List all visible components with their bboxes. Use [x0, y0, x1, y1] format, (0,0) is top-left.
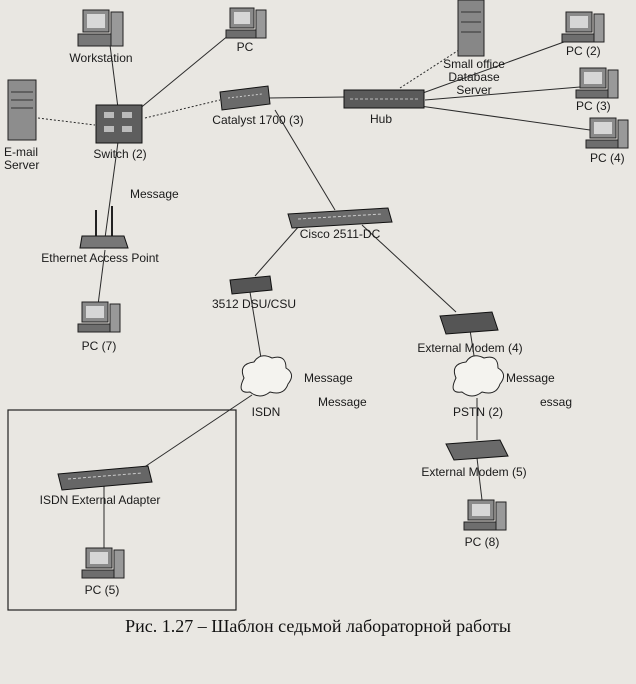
label-pc8: PC (8)	[464, 535, 500, 549]
label-hub: Hub	[370, 112, 393, 126]
message-label-1: Message	[130, 187, 179, 201]
isdn-cloud-icon	[240, 355, 292, 397]
label-switch: Switch (2)	[93, 147, 147, 161]
label-pc4: PC (4)	[590, 151, 625, 165]
pc3-icon	[575, 67, 619, 99]
switch-icon	[95, 104, 143, 144]
link-accesspoint-pc7	[97, 249, 106, 306]
isdn-adapter-icon	[57, 465, 153, 491]
link-workstation-switch	[109, 44, 119, 109]
label-db-server: Small office Database Server	[443, 57, 505, 97]
label-pc7: PC (7)	[81, 339, 117, 353]
link-email-switch	[37, 117, 96, 126]
pc2-icon	[561, 11, 605, 43]
message-label-5: essag	[540, 395, 573, 409]
label-pc5: PC (5)	[84, 583, 120, 597]
label-catalyst: Catalyst 1700 (3)	[212, 113, 304, 127]
database-server-icon	[457, 0, 485, 57]
figure-caption: Рис. 1.27 – Шаблон седьмой лабораторной …	[125, 616, 511, 636]
link-dsu-isdn	[249, 291, 263, 365]
message-label-4: Message	[506, 371, 555, 385]
modem4-icon	[439, 311, 499, 335]
label-workstation: Workstation	[69, 51, 133, 65]
link-hub-pc3	[424, 86, 581, 101]
label-modem5: External Modem (5)	[421, 465, 527, 479]
link-cisco-modem4	[361, 224, 457, 313]
office-boundary	[7, 409, 237, 611]
hub-icon	[343, 89, 425, 109]
label-pc2: PC (2)	[566, 44, 601, 58]
label-cisco: Cisco 2511-DC	[299, 227, 381, 241]
link-hub-pc4	[419, 105, 591, 131]
dsu-csu-icon	[229, 275, 273, 295]
workstation-icon	[77, 9, 124, 47]
link-isdn-adapter	[139, 394, 253, 471]
link-hub-pc2	[419, 37, 576, 95]
link-catalyst-cisco	[274, 109, 336, 211]
label-isdn: ISDN	[251, 405, 281, 419]
pc5-icon	[81, 547, 125, 579]
label-pc-top: PC	[236, 40, 254, 54]
link-switch-accesspoint	[104, 141, 119, 239]
label-email-server: E-mail Server	[4, 145, 40, 172]
link-modem5-pc8	[476, 457, 483, 501]
label-dsu: 3512 DSU/CSU	[211, 297, 297, 311]
email-server-icon	[7, 79, 37, 141]
pc8-icon	[463, 499, 507, 531]
catalyst-icon	[219, 85, 271, 111]
link-cisco-dsu	[254, 224, 301, 277]
message-label-3: Message	[318, 395, 367, 409]
link-catalyst-hub	[267, 96, 346, 99]
pstn-cloud-icon	[452, 355, 504, 397]
pc-top-icon	[225, 7, 267, 39]
cisco-router-icon	[287, 207, 393, 229]
access-point-icon	[79, 206, 129, 249]
label-isdn-adapter: ISDN External Adapter	[39, 493, 161, 507]
link-switch-catalyst	[144, 99, 221, 119]
label-pc3: PC (3)	[576, 99, 611, 113]
label-pstn: PSTN (2)	[452, 405, 504, 419]
pc4-icon	[585, 117, 629, 149]
label-modem4: External Modem (4)	[417, 341, 523, 355]
link-pc-switch	[137, 29, 236, 111]
label-access-point: Ethernet Access Point	[41, 251, 159, 265]
modem5-icon	[445, 439, 509, 461]
pc7-icon	[77, 301, 121, 333]
message-label-2: Message	[304, 371, 353, 385]
link-hub-dbserver	[399, 47, 463, 89]
